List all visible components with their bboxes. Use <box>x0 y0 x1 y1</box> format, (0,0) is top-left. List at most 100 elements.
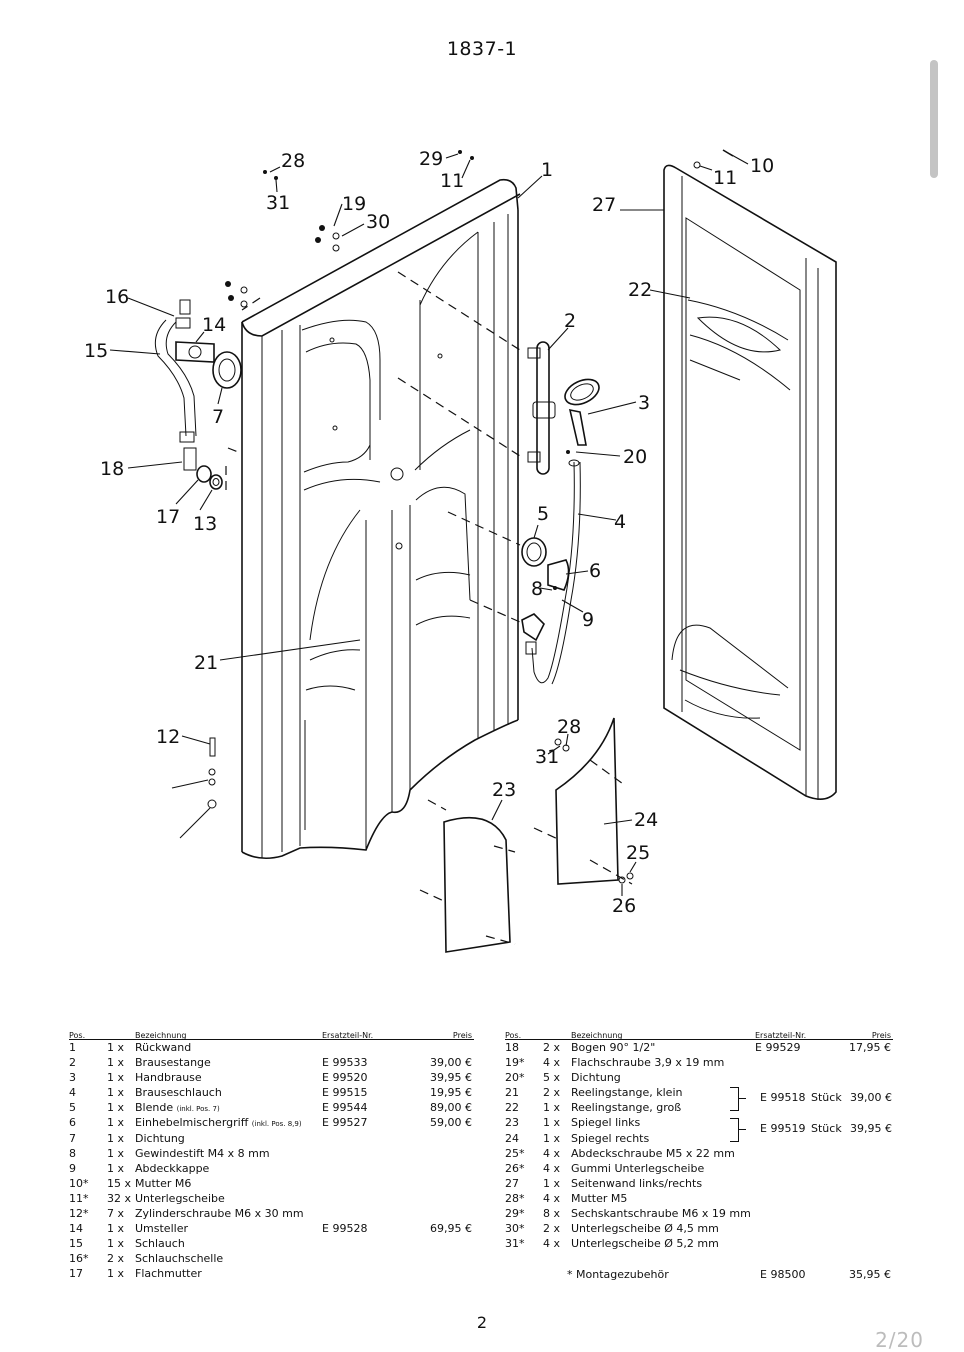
row-name: Gummi Unterlegscheibe <box>571 1161 705 1175</box>
callout-8: 8 <box>531 578 543 600</box>
row-qty: 4 x <box>543 1146 561 1160</box>
row-qty: 4 x <box>543 1056 561 1070</box>
callout-31-top: 31 <box>266 192 290 214</box>
callout-20: 20 <box>623 446 647 468</box>
row-note: (inkl. Pos. 7) <box>176 1105 220 1114</box>
row-qty: 5 x <box>543 1071 561 1085</box>
row-name-text: Schlauchschelle <box>135 1252 224 1266</box>
callout-28-top: 28 <box>281 150 305 172</box>
row-name-text: Flachmutter <box>135 1267 202 1281</box>
row-pos: 6 <box>69 1116 76 1130</box>
row-pos: 15 <box>69 1237 83 1251</box>
row-name: Reelingstange, klein <box>571 1086 683 1100</box>
callout-6: 6 <box>589 560 601 582</box>
row-name: Einhebelmischergriff (inkl. Pos. 8,9) <box>135 1115 302 1132</box>
callout-21: 21 <box>194 652 218 674</box>
scrollbar-thumb[interactable] <box>930 60 938 178</box>
row-pos: 22 <box>505 1101 519 1115</box>
row-name: Bogen 90° 1/2" <box>571 1041 656 1054</box>
row-price: 89,00 € <box>430 1101 472 1115</box>
row-name-text: Unterlegscheibe <box>135 1191 225 1205</box>
row-name: Unterlegscheibe Ø 5,2 mm <box>571 1237 719 1251</box>
callout-27: 27 <box>592 194 616 216</box>
table-row: 7 1 x Dichtung <box>69 1131 474 1146</box>
row-name-text: Einhebelmischergriff <box>135 1116 249 1130</box>
callout-4: 4 <box>614 511 626 533</box>
callout-28-mirror: 28 <box>557 716 581 738</box>
row-qty: 1 x <box>543 1131 561 1145</box>
callout-30: 30 <box>366 211 390 233</box>
callout-18: 18 <box>100 458 124 480</box>
row-pos: 12* <box>69 1207 89 1221</box>
row-nr: E 99515 <box>322 1086 368 1100</box>
callout-11-top: 11 <box>440 170 464 192</box>
row-name: Abdeckkappe <box>135 1161 209 1176</box>
callout-22: 22 <box>628 279 652 301</box>
group-nr: E 99518 <box>760 1091 806 1104</box>
callout-19: 19 <box>342 193 366 215</box>
row-price: 39,95 € <box>430 1071 472 1085</box>
row-pos: 26* <box>505 1161 525 1175</box>
row-nr: E 99527 <box>322 1116 368 1130</box>
assembly-guide-lines <box>225 271 521 623</box>
document-title: 1837-1 <box>446 38 518 60</box>
row-qty: 1 x <box>107 1237 125 1251</box>
row-pos: 17 <box>69 1267 83 1281</box>
footnote-nr: E 98500 <box>760 1268 806 1281</box>
row-price: 59,00 € <box>430 1116 472 1130</box>
callout-9: 9 <box>582 609 594 631</box>
group-spiegel: E 99519 Stück 39,95 € <box>730 1118 894 1144</box>
group-unit: Stück <box>811 1091 842 1104</box>
row-name: Unterlegscheibe <box>135 1191 225 1206</box>
row-nr: E 99544 <box>322 1101 368 1115</box>
callout-14: 14 <box>202 314 226 336</box>
row-name: Mutter M6 <box>135 1176 191 1191</box>
row-qty: 1 x <box>107 1071 125 1085</box>
row-name: Schlauchschelle <box>135 1251 223 1266</box>
row-qty: 8 x <box>543 1207 561 1221</box>
row-name: Brauseschlauch <box>135 1085 222 1100</box>
callout-2: 2 <box>564 310 576 332</box>
header-ersatzteil: Ersatzteil-Nr. <box>322 1031 374 1040</box>
row-pos: 27 <box>505 1176 519 1190</box>
row-name: Gewindestift M4 x 8 mm <box>135 1146 270 1161</box>
row-pos: 20* <box>505 1071 525 1085</box>
row-name: Dichtung <box>571 1071 621 1085</box>
row-pos: 7 <box>69 1131 76 1145</box>
callout-16: 16 <box>105 286 129 308</box>
parts-table-right: Pos. Bezeichnung Ersatzteil-Nr. Preis 18… <box>505 1027 893 1251</box>
row-name-text: Rückwand <box>135 1041 192 1054</box>
page-number: 2 <box>476 1313 488 1332</box>
mirrors-drawing <box>419 717 633 953</box>
callout-26: 26 <box>612 895 636 917</box>
row-qty: 7 x <box>107 1207 125 1221</box>
callout-23: 23 <box>492 779 516 801</box>
row-name-text: Umsteller <box>135 1222 188 1236</box>
header-bezeichnung: Bezeichnung <box>571 1031 623 1040</box>
row-note: (inkl. Pos. 8,9) <box>251 1120 302 1129</box>
row-pos: 4 <box>69 1086 76 1100</box>
hardware-drawing <box>207 149 734 884</box>
row-qty: 1 x <box>107 1116 125 1130</box>
row-qty: 1 x <box>107 1131 125 1145</box>
callout-11-side: 11 <box>713 167 737 189</box>
table-row: 6 1 x Einhebelmischergriff (inkl. Pos. 8,9… <box>69 1115 474 1130</box>
callout-31-mirror: 31 <box>535 746 559 768</box>
header-ersatzteil: Ersatzteil-Nr. <box>755 1031 807 1040</box>
row-name-text: Dichtung <box>135 1131 185 1145</box>
row-nr: E 99528 <box>322 1222 368 1236</box>
